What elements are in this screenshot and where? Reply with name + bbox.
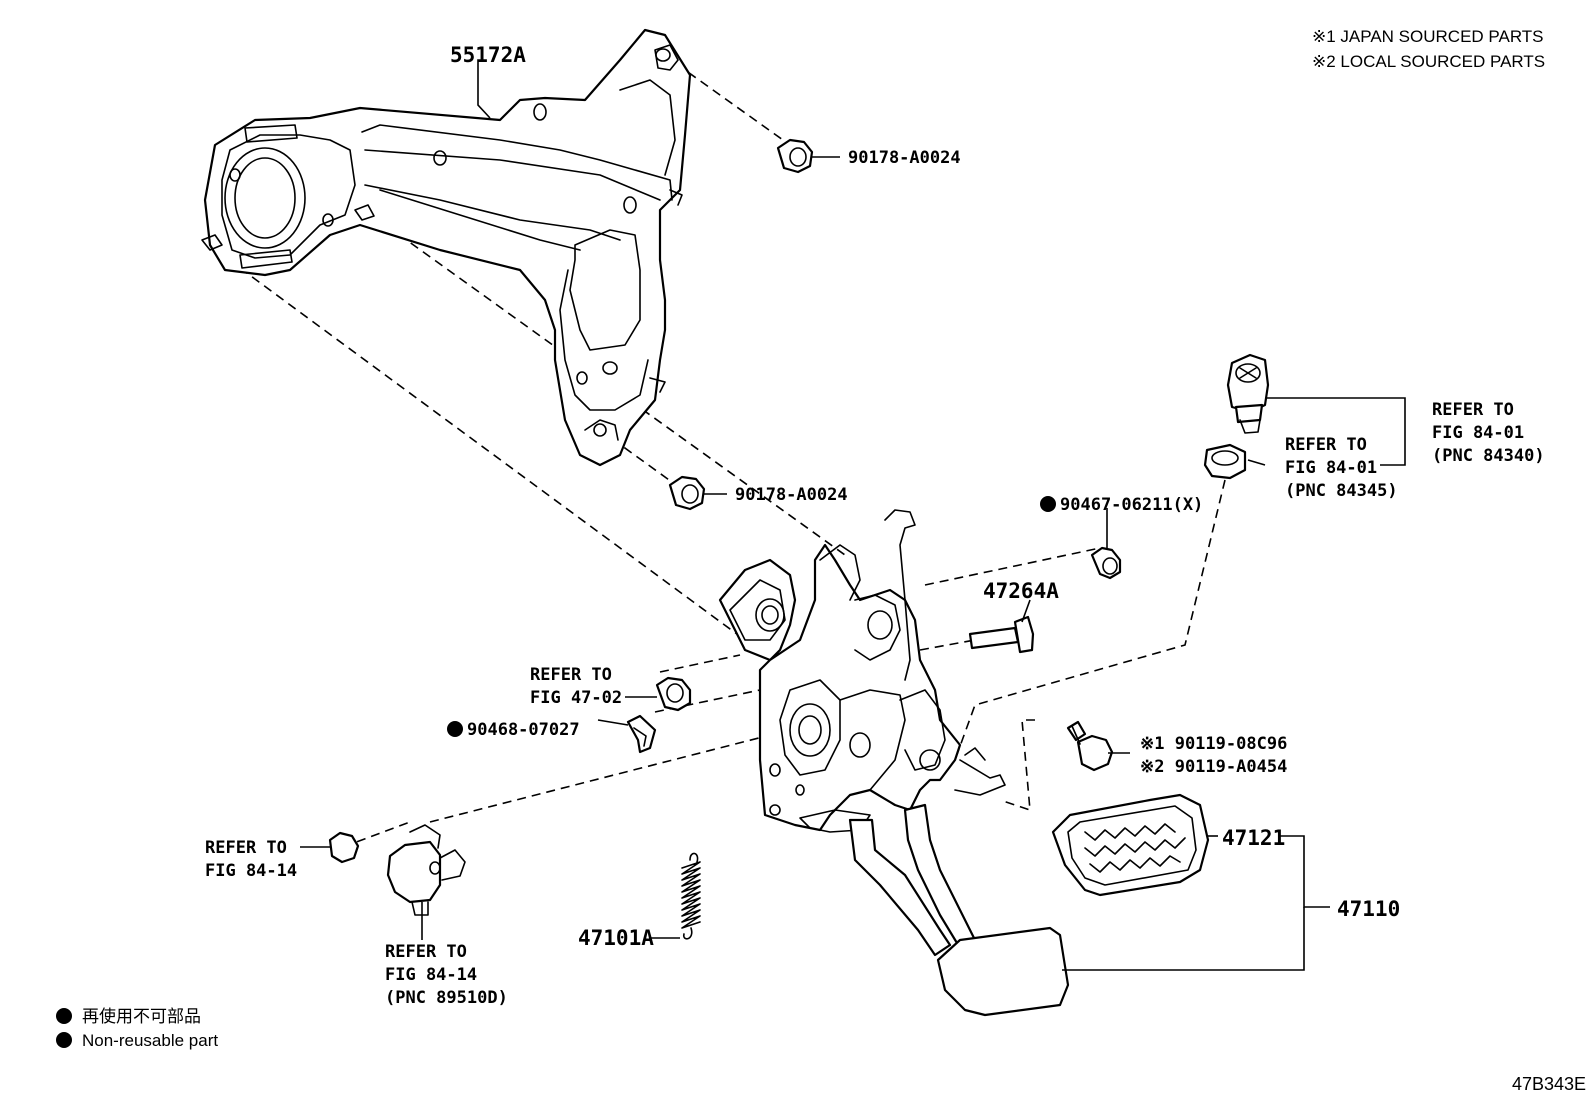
non-reusable-mark <box>56 1008 72 1024</box>
legend-japan-sourced: ※1 JAPAN SOURCED PARTS <box>1312 27 1544 46</box>
ref-cushion-l1: REFER TO <box>1285 435 1367 455</box>
booster-nut <box>655 676 692 712</box>
pedal-arm <box>848 803 977 957</box>
label-90467: 90467-06211(X) <box>1060 495 1203 515</box>
ref-cushion-l2: FIG 84-01 <box>1285 458 1377 478</box>
ref-sensor-l1: REFER TO <box>385 942 467 962</box>
non-reusable-mark <box>1040 496 1056 512</box>
ref-booster-l1: REFER TO <box>530 665 612 685</box>
non-reusable-mark <box>56 1032 72 1048</box>
legend-non-reusable-en: Non-reusable part <box>82 1031 218 1050</box>
ref-sensor-nut-l2: FIG 84-14 <box>205 861 297 881</box>
label-90468: 90468-07027 <box>467 720 580 740</box>
stop-lamp-switch <box>1226 353 1270 434</box>
non-reusable-legend: 再使用不可部品 Non-reusable part <box>56 1006 218 1050</box>
pedal-pad <box>936 926 1070 1017</box>
non-reusable-mark <box>447 721 463 737</box>
label-47101A: 47101A <box>578 926 654 950</box>
ref-switch-l3: (PNC 84340) <box>1432 446 1545 466</box>
nut-lower <box>668 475 706 511</box>
legend-local-sourced: ※2 LOCAL SOURCED PARTS <box>1312 52 1545 71</box>
ref-sensor-l2: FIG 84-14 <box>385 965 477 985</box>
ref-sensor-l3: (PNC 89510D) <box>385 988 508 1008</box>
ref-booster-l2: FIG 47-02 <box>530 688 622 708</box>
bracket-55172A <box>201 28 692 467</box>
ref-sensor-nut-l1: REFER TO <box>205 838 287 858</box>
ref-switch-l2: FIG 84-01 <box>1432 423 1524 443</box>
pin-47264A <box>968 615 1035 654</box>
label-47110: 47110 <box>1337 897 1400 921</box>
pedal-sensor <box>386 824 466 916</box>
pedal-support-assembly <box>718 509 1006 833</box>
source-legend: ※1 JAPAN SOURCED PARTS ※2 LOCAL SOURCED … <box>1312 27 1545 71</box>
bolt-90119 <box>1066 720 1114 772</box>
ref-cushion-l3: (PNC 84345) <box>1285 481 1398 501</box>
label-90178-upper: 90178-A0024 <box>848 148 961 168</box>
label-55172A: 55172A <box>450 43 526 67</box>
ref-switch-l1: REFER TO <box>1432 400 1514 420</box>
pedal-pad-cover-47121 <box>1051 793 1210 897</box>
labels: 55172A 90178-A0024 90178-A0024 90467-062… <box>205 43 1545 1008</box>
clip-bolt-90467 <box>1090 546 1122 580</box>
clip-90468 <box>626 714 657 754</box>
sensor-nut <box>328 831 360 864</box>
label-90119-jp: ※1 90119-08C96 <box>1140 734 1287 754</box>
return-spring-47101A <box>681 852 701 940</box>
figure-code: 47B343E <box>1512 1074 1586 1094</box>
label-47264A: 47264A <box>983 579 1059 603</box>
label-90178-lower: 90178-A0024 <box>735 485 848 505</box>
switch-cushion <box>1203 443 1247 480</box>
label-90119-local: ※2 90119-A0454 <box>1140 757 1287 777</box>
legend-non-reusable-jp: 再使用不可部品 <box>82 1006 201 1026</box>
leader-lines <box>300 62 1406 971</box>
nut-upper <box>776 138 814 174</box>
label-47121: 47121 <box>1222 826 1285 850</box>
